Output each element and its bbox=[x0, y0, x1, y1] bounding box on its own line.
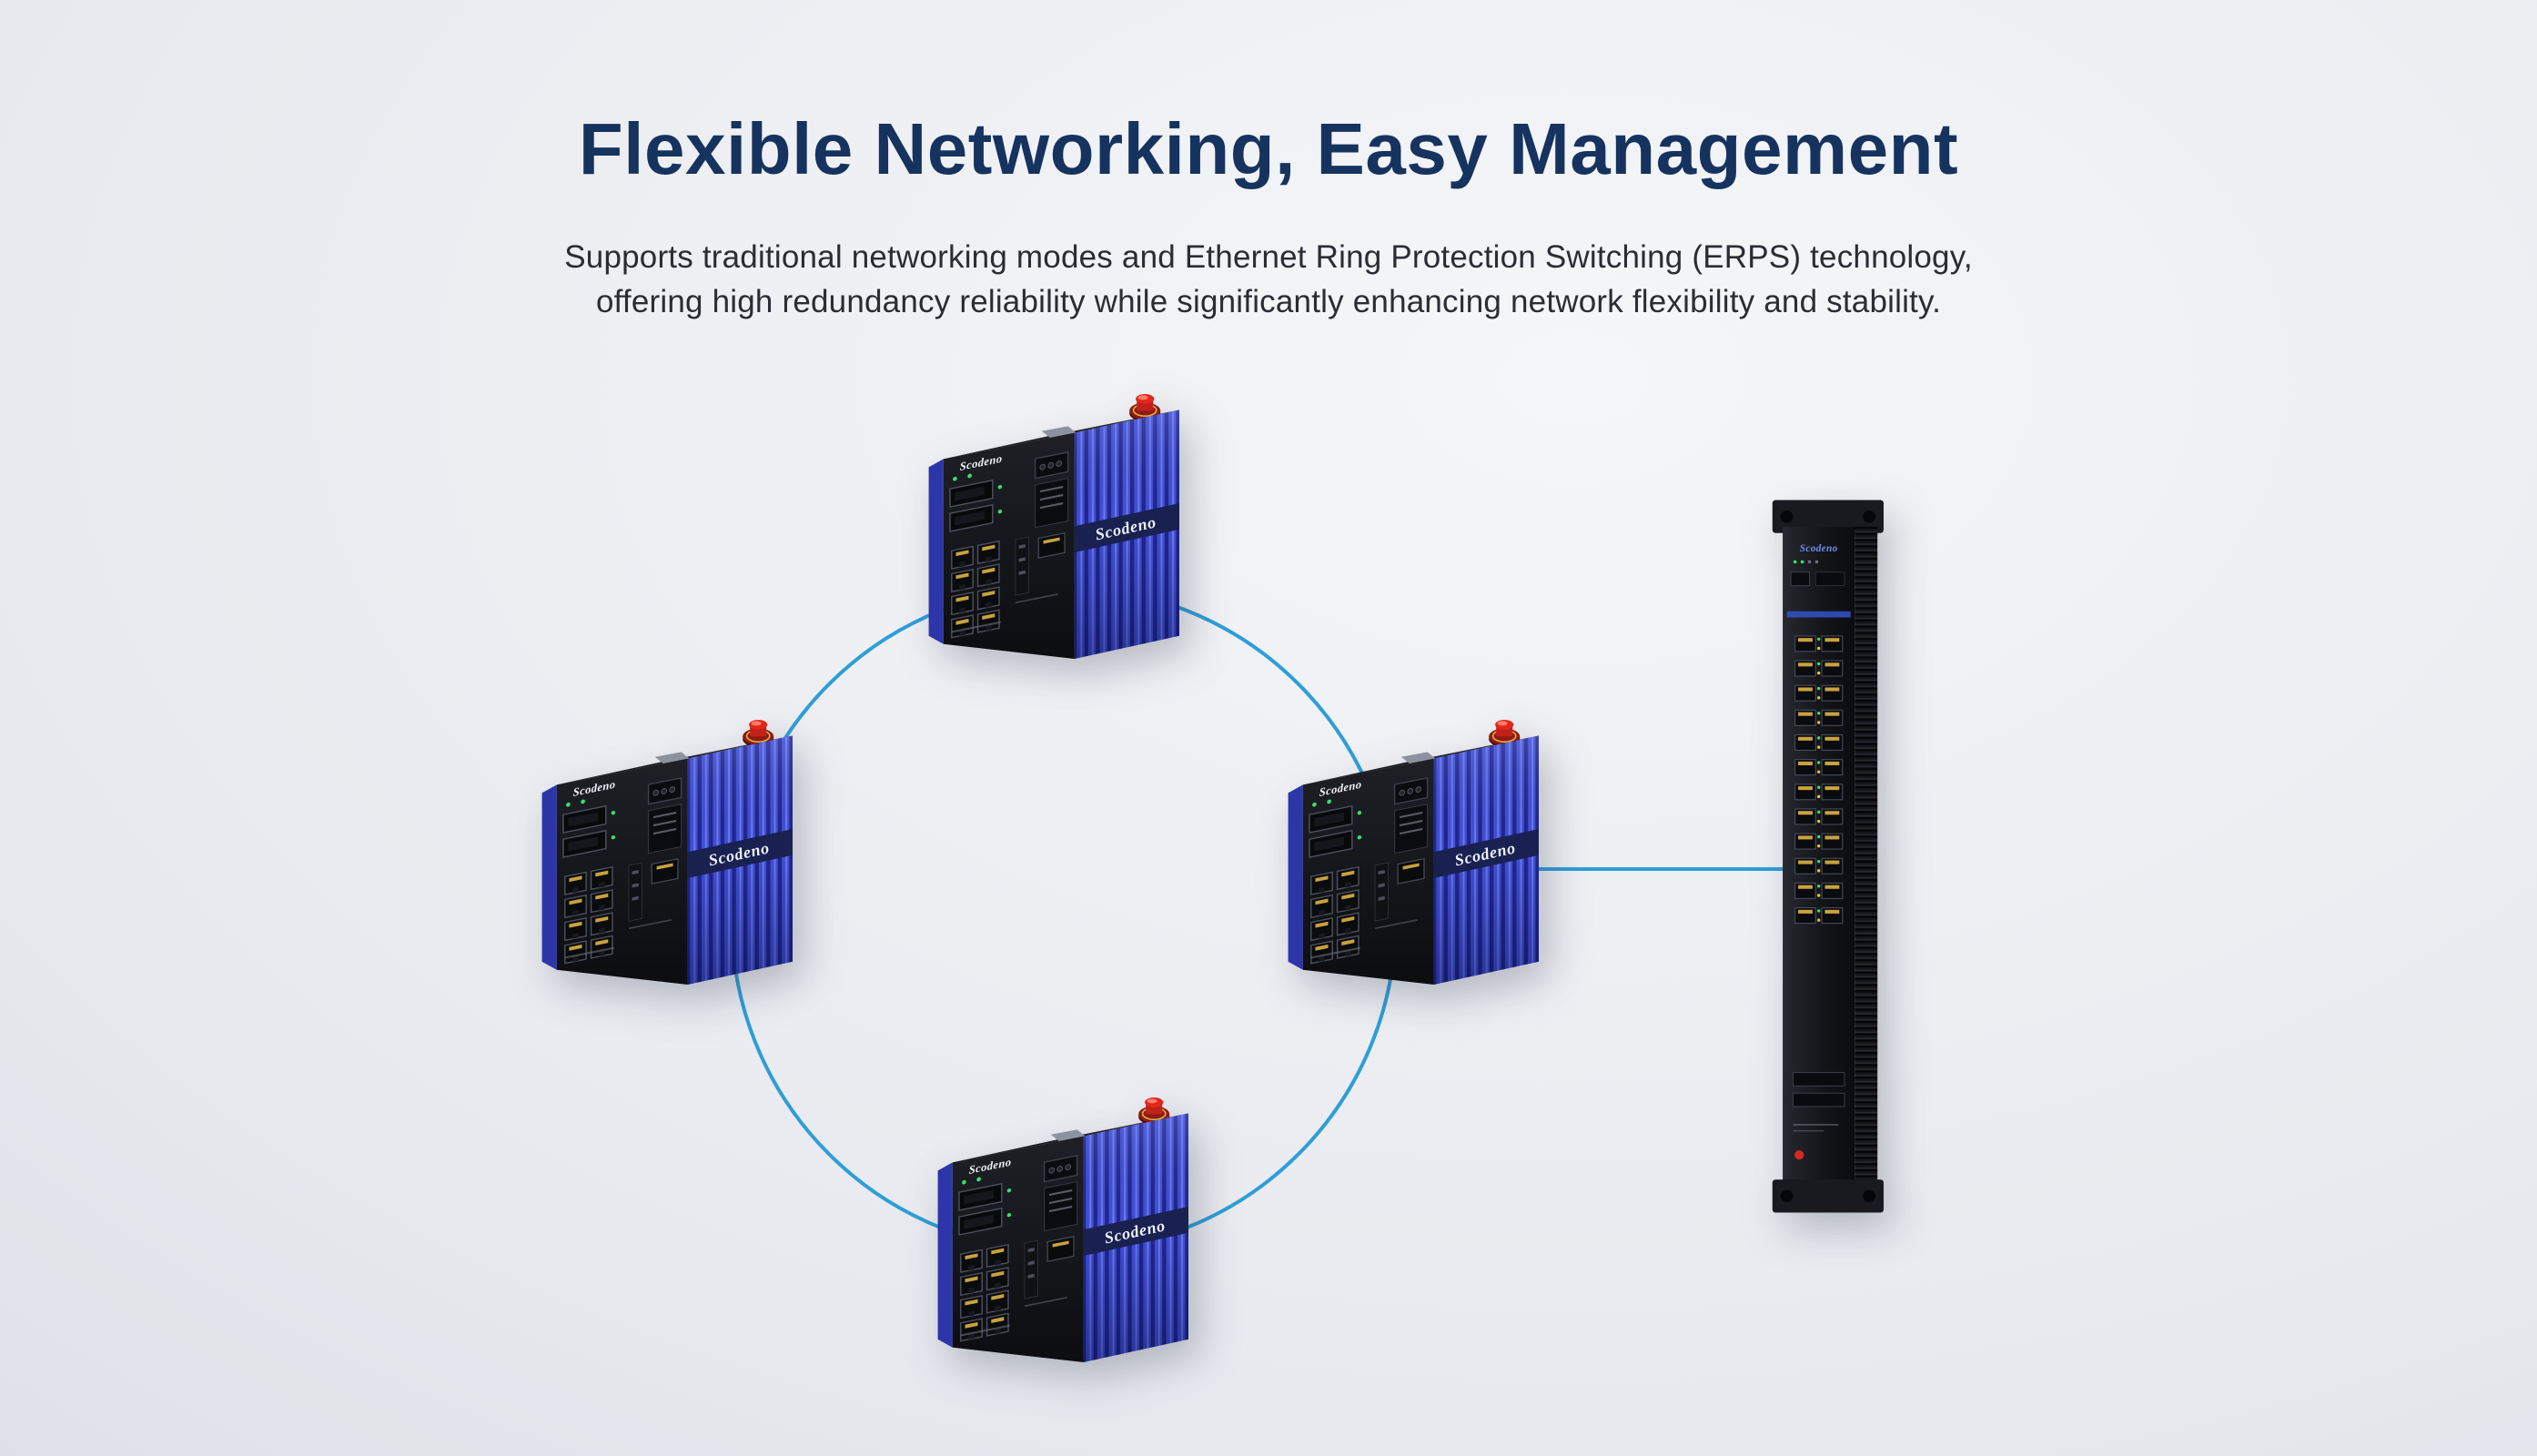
ring-switch-left bbox=[514, 690, 842, 1017]
rack-switch bbox=[1752, 496, 1906, 1217]
ring-switch-bottom bbox=[910, 1067, 1238, 1395]
ring-switch-right bbox=[1260, 690, 1588, 1017]
page-subtitle: Supports traditional networking modes an… bbox=[0, 235, 2537, 324]
page-title: Flexible Networking, Easy Management bbox=[578, 108, 1959, 189]
subtitle-line-2: offering high redundancy reliability whi… bbox=[595, 284, 1942, 319]
ring-switch-top bbox=[901, 364, 1228, 692]
subtitle-line-1: Supports traditional networking modes an… bbox=[564, 239, 1973, 275]
